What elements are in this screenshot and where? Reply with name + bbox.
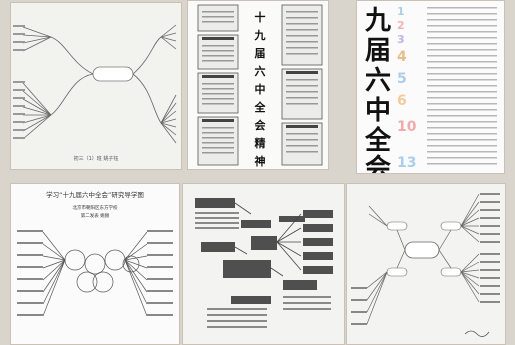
svg-text:届: 届 — [365, 36, 391, 66]
photo-calligraphy-top-right: 九 届 六 中 全 会 1 2 3 4 5 6 10 13 — [356, 0, 505, 174]
svg-text:全: 全 — [254, 100, 267, 114]
photo-poster-top-middle: 十 九 届 六 中 全 会 精 神 — [187, 0, 329, 170]
svg-text:全: 全 — [364, 125, 392, 156]
svg-text:5: 5 — [397, 71, 407, 87]
svg-text:1: 1 — [397, 5, 405, 18]
photo-mindmap-top-left: 初三（1）班 姚子钰 — [10, 2, 182, 170]
calligraphy-title: 九 届 六 中 全 会 — [364, 6, 392, 173]
svg-text:六: 六 — [365, 66, 391, 96]
vertical-title: 十 九 届 六 中 全 会 精 神 — [254, 10, 267, 168]
svg-text:会: 会 — [255, 118, 267, 132]
svg-text:十: 十 — [255, 10, 266, 24]
guide-title: 学习“十九届六中全会”研究导学图 — [46, 190, 144, 199]
poster-drawing: 十 九 届 六 中 全 会 精 神 — [188, 1, 328, 169]
svg-text:6: 6 — [397, 93, 407, 109]
svg-text:13: 13 — [397, 155, 416, 171]
svg-text:神: 神 — [255, 154, 266, 168]
calligraphy-drawing: 九 届 六 中 全 会 1 2 3 4 5 6 10 13 — [357, 1, 504, 173]
svg-text:2: 2 — [397, 19, 405, 32]
svg-text:精: 精 — [255, 136, 266, 150]
svg-text:六: 六 — [255, 64, 266, 78]
svg-text:九: 九 — [364, 6, 391, 36]
svg-text:10: 10 — [397, 119, 417, 135]
svg-text:中: 中 — [255, 82, 266, 96]
svg-text:4: 4 — [397, 49, 407, 65]
mindmap-drawing-1: 初三（1）班 姚子钰 — [11, 3, 181, 169]
guide-subtitle: 北京市朝阳区东方学校 — [73, 204, 118, 211]
caption: 初三（1）班 姚子钰 — [74, 155, 119, 162]
svg-text:届: 届 — [255, 47, 266, 60]
photo-study-guide-bottom-left: 学习“十九届六中全会”研究导学图 北京市朝阳区东方学校 第二发表 姚赫 — [10, 183, 180, 345]
dark-poster-drawing — [183, 184, 344, 344]
svg-text:会: 会 — [365, 154, 391, 173]
svg-text:3: 3 — [397, 33, 405, 46]
study-guide-drawing: 学习“十九届六中全会”研究导学图 北京市朝阳区东方学校 第二发表 姚赫 — [11, 184, 179, 344]
svg-text:中: 中 — [365, 96, 391, 126]
photo-mindmap-bottom-right — [346, 183, 506, 345]
guide-author: 第二发表 姚赫 — [81, 212, 110, 219]
signature — [464, 330, 490, 337]
mindmap-drawing-2 — [347, 184, 505, 344]
svg-text:九: 九 — [254, 28, 266, 42]
photo-dark-poster-bottom-middle — [182, 183, 345, 345]
